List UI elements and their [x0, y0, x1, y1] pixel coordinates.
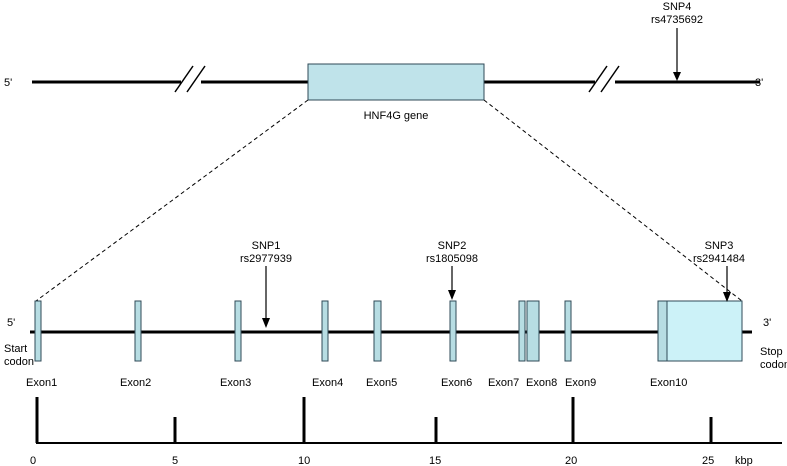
zoom-line-right	[483, 99, 743, 302]
bottom-strand: 5' 3' Start codon Stop codon Exon1 Exon2…	[4, 240, 787, 389]
scale-label-20: 20	[565, 455, 577, 466]
bottom-3prime-label: 3'	[763, 317, 771, 329]
stop-codon-label-2: codon	[760, 359, 787, 371]
snp1-arrow-head	[262, 318, 270, 328]
scale-label-15: 15	[429, 455, 441, 466]
scale-label-25: 25	[702, 455, 714, 466]
bottom-5prime-label: 5'	[7, 317, 15, 329]
exon4-label: Exon4	[312, 377, 343, 389]
exon9-box	[564, 300, 572, 362]
exon3-label: Exon3	[220, 377, 251, 389]
snp3-name: SNP3	[705, 240, 734, 252]
exon8-label: Exon8	[526, 377, 557, 389]
exon6-box	[449, 300, 457, 362]
top-break-mark-1a	[174, 65, 194, 93]
stop-codon-label-1: Stop	[760, 346, 783, 358]
exon1-label: Exon1	[26, 377, 57, 389]
snp4-rsid: rs4735692	[651, 14, 703, 26]
exon10-coding-box	[657, 300, 668, 362]
top-break-mark-2a	[588, 65, 608, 93]
exon9-label: Exon9	[565, 377, 596, 389]
scale-label-10: 10	[298, 455, 310, 466]
exon5-label: Exon5	[366, 377, 397, 389]
start-codon-label-1: Start	[4, 343, 27, 355]
snp4-name: SNP4	[663, 1, 692, 13]
snp3-rsid: rs2941484	[693, 253, 745, 265]
scale-unit-label: kbp	[735, 455, 753, 466]
snp2-rsid: rs1805098	[426, 253, 478, 265]
snp1-rsid: rs2977939	[240, 253, 292, 265]
snp4-arrow-head	[673, 72, 681, 81]
exon10-label: Exon10	[650, 377, 687, 389]
snp2-name: SNP2	[438, 240, 467, 252]
snp3-arrow-head	[723, 292, 731, 302]
hnf4g-gene-box	[307, 63, 485, 101]
exon7-label: Exon7	[488, 377, 519, 389]
exon4-box	[321, 300, 329, 362]
exon1-box	[34, 300, 42, 362]
snp2-arrow-head	[448, 290, 456, 300]
exon2-label: Exon2	[120, 377, 151, 389]
exon8-box	[526, 300, 540, 362]
exon5-box	[373, 300, 382, 362]
snp1-name: SNP1	[252, 240, 281, 252]
top-break-mark-2b	[600, 65, 620, 93]
top-5prime-label: 5'	[4, 77, 12, 89]
hnf4g-gene-label: HNF4G gene	[364, 110, 429, 122]
top-break-mark-1b	[186, 65, 206, 93]
exon7-box	[518, 300, 526, 362]
scale-bar: 0 5 10 15 20 25 kbp	[30, 397, 782, 466]
scale-label-5: 5	[172, 455, 178, 466]
exon6-label: Exon6	[441, 377, 472, 389]
zoom-line-left	[35, 99, 309, 302]
exon3-box	[234, 300, 242, 362]
top-3prime-label: 3'	[755, 77, 763, 89]
exon2-box	[134, 300, 142, 362]
top-strand: 5' HNF4G gene 3' SNP4 rs4735692	[4, 1, 763, 122]
scale-label-0: 0	[30, 455, 36, 466]
start-codon-label-2: codon	[4, 356, 34, 368]
exon10-utr-box	[666, 300, 743, 362]
